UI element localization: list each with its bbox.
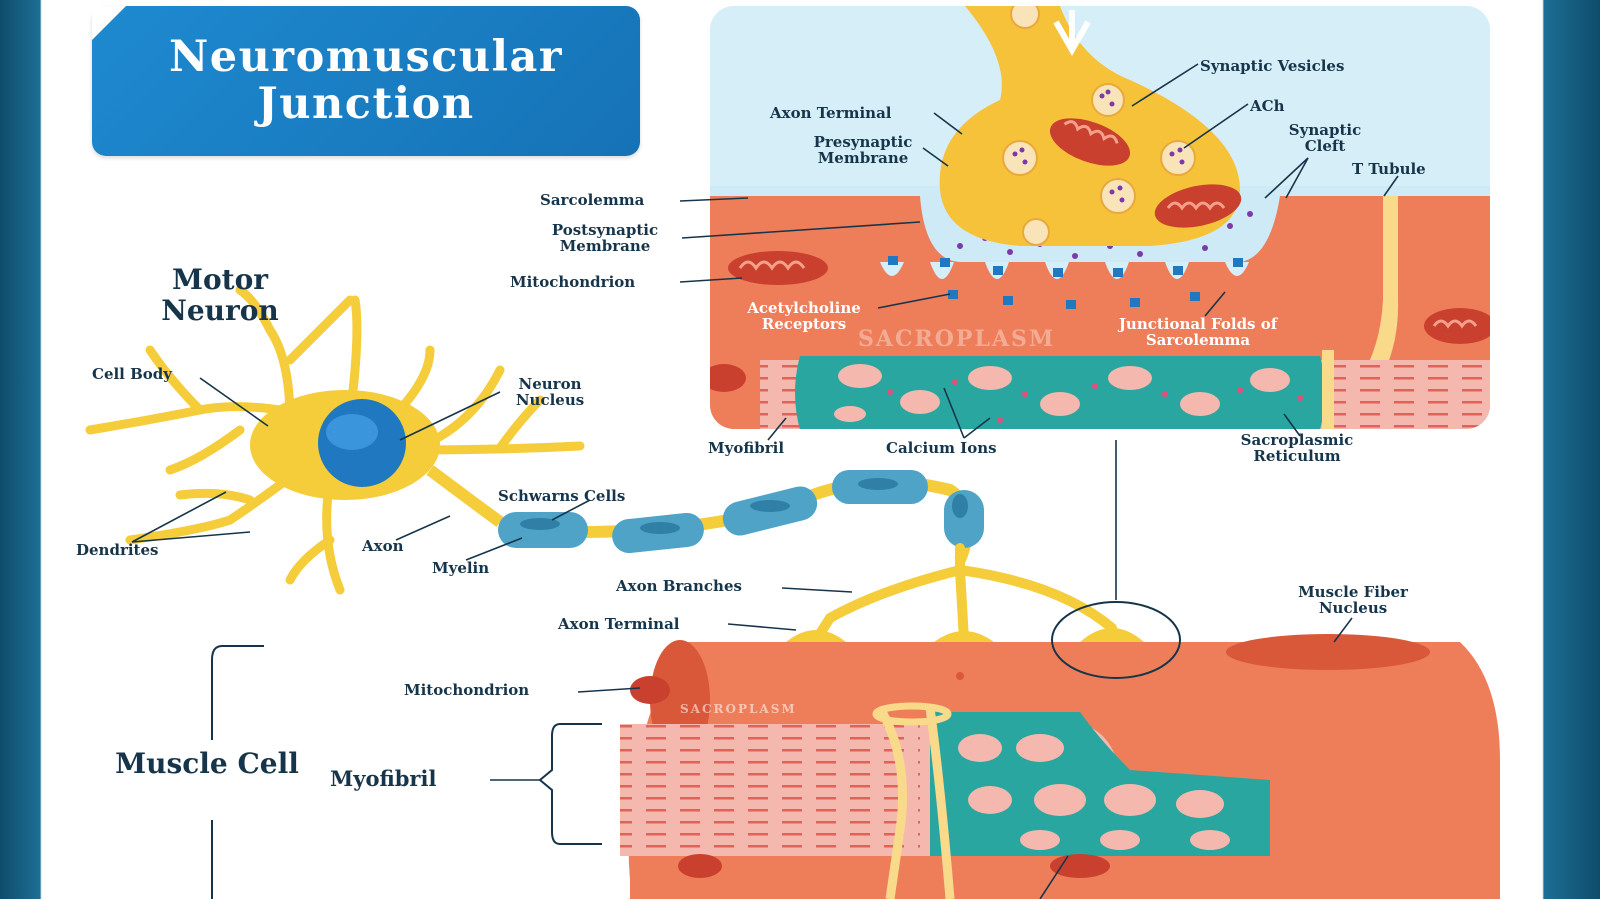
leader-lines-bottom: [131, 377, 1353, 899]
label-cell-body: Cell Body: [92, 365, 172, 383]
myelin-sheath: [498, 470, 984, 563]
axon-branches: [811, 543, 1117, 645]
mitochondria-top: [710, 251, 1490, 392]
label-mitochondrion-bottom: Mitochondrion: [404, 681, 530, 699]
label-acetylcholine-receptors: Acetylcholine Receptors: [747, 299, 861, 333]
axon-terminal-bulb: [939, 6, 1242, 246]
label-sacroplasmic-reticulum: Sacroplasmic Reticulum: [1240, 431, 1354, 465]
muscle-fiber: [620, 634, 1500, 899]
label-mitochondrion-top: Mitochondrion: [510, 273, 636, 291]
label-sarcolemma: Sarcolemma: [540, 191, 645, 209]
label-axon: Axon: [362, 537, 404, 555]
label-axon-terminal-top: Axon Terminal: [770, 104, 892, 122]
title-card-fold: [92, 6, 126, 40]
label-schwarns-cells: Schwarns Cells: [498, 487, 626, 505]
t-tubule: [1345, 196, 1399, 412]
label-presynaptic-membrane: Presynaptic Membrane: [813, 133, 913, 167]
label-junctional-folds: Junctional Folds of Sarcolemma: [1118, 315, 1278, 349]
label-myelin: Myelin: [432, 559, 490, 577]
myofibril-cylinder-top: [760, 350, 1490, 429]
axon-terminal-pads: [786, 628, 1144, 642]
acetylcholine-receptors-marks: [888, 256, 1243, 309]
heading-muscle-cell: Muscle Cell: [115, 747, 299, 780]
label-axon-terminal-bottom: Axon Terminal: [558, 615, 680, 633]
label-myofibril-bottom: Myofibril: [330, 766, 437, 791]
label-neuron-nucleus: Neuron Nucleus: [515, 375, 585, 409]
leader-lines-top: [679, 63, 1399, 441]
muscle-cell-bracket: [211, 645, 264, 899]
heading-motor-neuron: Motor Neuron: [161, 263, 279, 327]
zoom-panel: [679, 6, 1490, 441]
label-ach: ACh: [1250, 97, 1285, 115]
label-axon-branches: Axon Branches: [616, 577, 742, 595]
label-synaptic-cleft: Synaptic Cleft: [1288, 121, 1362, 155]
label-muscle-fiber-nucleus: Muscle Fiber Nucleus: [1298, 583, 1408, 617]
label-t-tubule: T Tubule: [1352, 160, 1426, 178]
motor-neuron: [85, 285, 585, 595]
label-dendrites: Dendrites: [76, 541, 159, 559]
myofibril-bracket: [538, 723, 602, 845]
label-sacroplasm-bottom: SACROPLASM: [680, 702, 797, 716]
label-myofibril-top: Myofibril: [708, 439, 785, 457]
diagram-title: Neuromuscular Junction: [168, 32, 564, 129]
label-sacroplasm-top: SACROPLASM: [858, 326, 1056, 352]
label-synaptic-vesicles: Synaptic Vesicles: [1200, 57, 1345, 75]
magnify-circle: [1051, 601, 1181, 679]
label-postsynaptic-membrane: Postsynaptic Membrane: [551, 221, 659, 255]
title-card: Neuromuscular Junction: [92, 6, 640, 156]
label-calcium-ions: Calcium Ions: [886, 439, 997, 457]
